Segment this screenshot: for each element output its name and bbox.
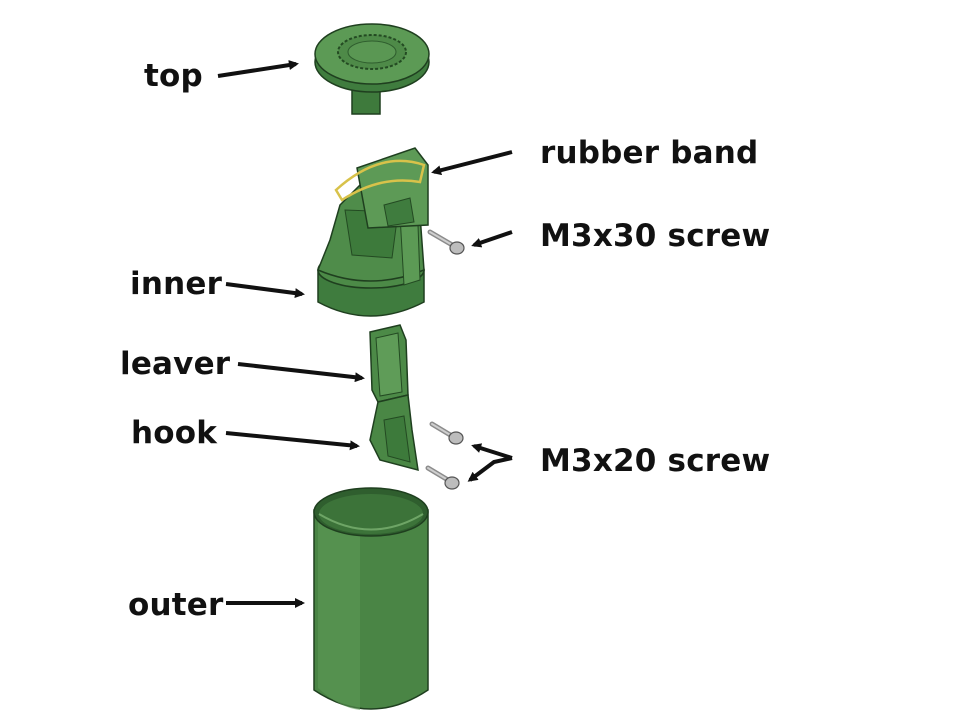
label-top: top xyxy=(144,58,203,94)
arrow-rubber-band xyxy=(431,150,513,176)
label-inner: inner xyxy=(130,266,223,302)
outer-part xyxy=(313,487,429,710)
label-m3x30-screw: M3x30 screw xyxy=(540,218,771,254)
arrow-m3x20-upper xyxy=(471,443,513,460)
label-m3x20-screw: M3x20 screw xyxy=(540,443,771,479)
leaver-part xyxy=(369,324,409,403)
m3x30-screw xyxy=(427,229,465,255)
arrow-m3x30 xyxy=(471,230,513,248)
label-hook: hook xyxy=(131,415,218,451)
m3x20-screw-upper xyxy=(429,421,464,445)
inner-part xyxy=(317,147,429,317)
label-leaver: leaver xyxy=(120,346,231,382)
arrow-hook xyxy=(225,431,360,451)
hook-part xyxy=(369,394,419,472)
m3x20-screw-lower xyxy=(425,465,460,490)
arrow-inner xyxy=(225,282,305,299)
top-part xyxy=(314,23,430,115)
arrow-leaver xyxy=(237,362,365,383)
arrow-m3x20-lower xyxy=(467,456,513,482)
label-outer: outer xyxy=(128,587,224,623)
arrows xyxy=(217,60,513,608)
arrow-top xyxy=(217,60,299,78)
label-rubber-band: rubber band xyxy=(540,135,759,171)
